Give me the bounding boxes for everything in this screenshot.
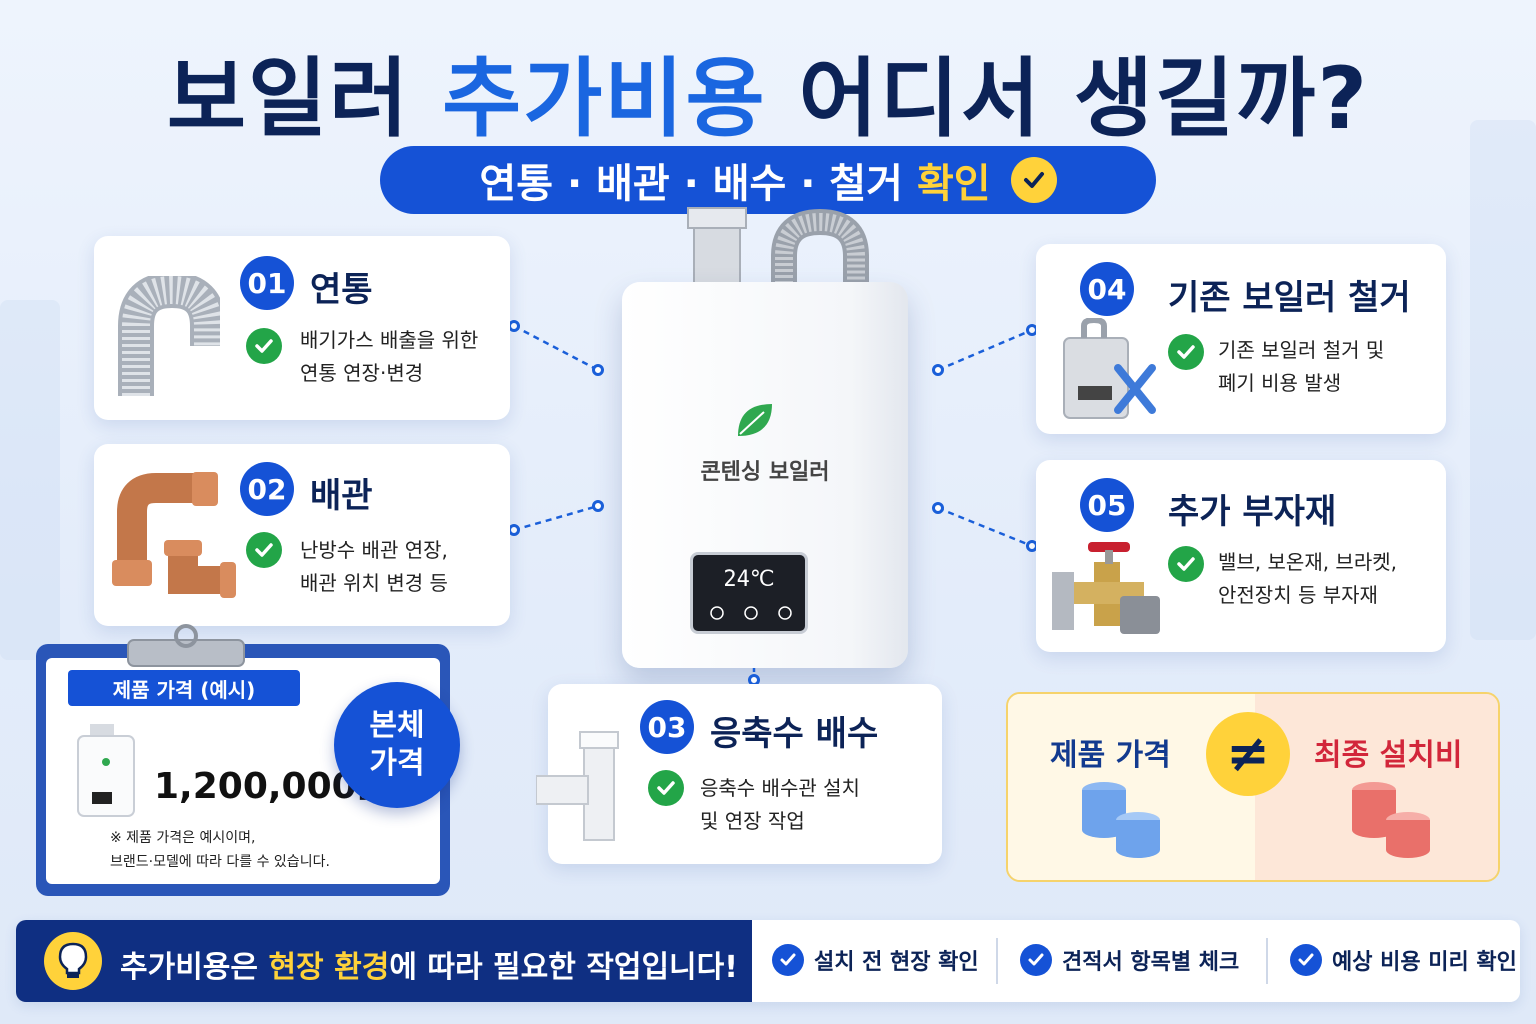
checklist-label: 예상 비용 미리 확인 [1332,950,1517,975]
item-number: 02 [240,462,294,516]
description-line: 배관 위치 변경 등 [300,571,448,595]
card-description: 응축수 배수관 설치 및 연장 작업 [700,772,860,838]
item-number: 01 [240,256,294,310]
item-number: 03 [640,700,694,754]
display-temperature: 24℃ [723,567,775,592]
subtitle-banner: 연통 · 배관 · 배수 · 철거 확인 [380,146,1156,214]
not-equal-icon: ≠ [1206,712,1290,796]
check-icon [246,532,282,568]
valve-icon [1052,542,1160,634]
card-title: 연통 [310,270,373,310]
description-line: 안전장치 등 부자재 [1218,583,1378,607]
message-part2: 에 따라 필요한 작업입니다! [389,950,738,985]
description-line: 난방수 배관 연장, [300,538,448,562]
red-coins-icon [1352,782,1430,858]
description-line: 배기가스 배출을 위한 [300,328,479,352]
card-flue: 01 연통 배기가스 배출을 위한 연통 연장·변경 [94,236,510,420]
badge-line: 본체 [369,708,425,743]
card-removal: 04 기존 보일러 철거 기존 보일러 철거 및 폐기 비용 발생 [1036,244,1446,434]
card-description: 난방수 배관 연장, 배관 위치 변경 등 [300,534,448,600]
subtitle-highlight: 확인 [916,161,991,207]
connector-dot [932,364,944,376]
background-shape [1470,120,1536,640]
description-line: 밸브, 보온재, 브라켓, [1218,550,1397,574]
card-title: 기존 보일러 철거 [1168,278,1411,318]
bottom-banner: 추가비용은 현장 환경에 따라 필요한 작업입니다! 설치 전 현장 확인 견적… [16,920,1520,1002]
flue-pipe-icon [118,276,220,396]
check-icon [648,770,684,806]
description-line: 폐기 비용 발생 [1218,371,1342,395]
check-icon [1168,546,1204,582]
connector-dot [932,502,944,514]
lightbulb-icon [44,932,102,990]
checklist-item: 예상 비용 미리 확인 [1290,944,1517,976]
clipboard-clip-icon [127,624,245,667]
card-piping: 02 배관 난방수 배관 연장, 배관 위치 변경 등 [94,444,510,626]
message-part1: 추가비용은 [120,950,269,985]
check-icon [1290,944,1322,976]
check-icon [772,944,804,976]
compare-right-title: 최종 설치비 [1314,738,1463,773]
body-price-badge: 본체 가격 [334,682,460,808]
boiler-display: 24℃ [690,552,808,634]
description-line: 응축수 배수관 설치 [700,776,860,800]
checklist-label: 설치 전 현장 확인 [814,950,979,975]
copper-pipe-icon [112,472,236,598]
check-icon [1168,334,1204,370]
boiler-illustration: 콘텐싱 보일러 24℃ [622,282,908,668]
bottom-message: 추가비용은 현장 환경에 따라 필요한 작업입니다! [120,942,738,986]
price-compare-panel [1006,692,1500,882]
boiler-product-icon [77,724,135,817]
card-description: 기존 보일러 철거 및 폐기 비용 발생 [1218,334,1384,400]
description-line: 연통 연장·변경 [300,361,424,385]
card-condensate: 03 응축수 배수 응축수 배수관 설치 및 연장 작업 [536,684,942,864]
card-description: 배기가스 배출을 위한 연통 연장·변경 [300,324,478,390]
description-line: 및 연장 작업 [700,809,805,833]
connector-dot [592,500,604,512]
blue-coins-icon [1082,782,1160,858]
page-title: 보일러 추가비용 어디서 생길까? [0,28,1536,153]
connector-dot [592,364,604,376]
control-buttons-icon [710,606,792,620]
card-materials: 05 추가 부자재 밸브, 보온재, 브라켓, 안전장치 등 부자재 [1036,460,1446,652]
check-icon [1020,944,1052,976]
check-icon [1010,157,1057,203]
card-title: 추가 부자재 [1168,492,1337,532]
checklist-label: 견적서 항목별 체크 [1062,950,1240,975]
compare-left-title: 제품 가격 [1050,738,1171,773]
price-note: ※ 제품 가격은 예시이며, 브랜드·모델에 따라 다를 수 있습니다. [110,826,330,874]
price-amount: 1,200,000 [154,766,357,807]
item-number: 04 [1080,262,1134,316]
divider [1266,938,1268,984]
title-part2: 어디서 생길까? [766,49,1370,149]
card-description: 밸브, 보온재, 브라켓, 안전장치 등 부자재 [1218,546,1397,612]
subtitle-text: 연통 · 배관 · 배수 · 철거 [479,161,903,207]
description-line: 기존 보일러 철거 및 [1218,338,1385,362]
badge-line: 가격 [369,746,425,781]
title-highlight: 추가비용 [442,49,767,149]
card-title: 응축수 배수 [710,714,879,754]
pvc-pipe-icon [536,731,619,841]
boiler-label: 콘텐싱 보일러 [700,460,830,485]
check-icon [246,328,282,364]
title-part1: 보일러 [166,49,443,149]
checklist-item: 견적서 항목별 체크 [1020,944,1239,976]
leaf-icon [738,404,772,436]
price-tag-label: 제품 가격 (예시) [68,670,300,706]
item-number: 05 [1080,478,1134,532]
background-shape [0,300,60,660]
note-line: 브랜드·모델에 따라 다를 수 있습니다. [110,854,330,870]
divider [996,938,998,984]
boiler-pipes-icon [687,207,869,290]
checklist-item: 설치 전 현장 확인 [772,944,979,976]
message-highlight: 현장 환경 [268,950,390,985]
note-line: ※ 제품 가격은 예시이며, [110,830,256,846]
old-boiler-icon [1063,318,1156,419]
card-title: 배관 [310,476,373,516]
bottom-message-panel: 추가비용은 현장 환경에 따라 필요한 작업입니다! [16,920,752,1002]
